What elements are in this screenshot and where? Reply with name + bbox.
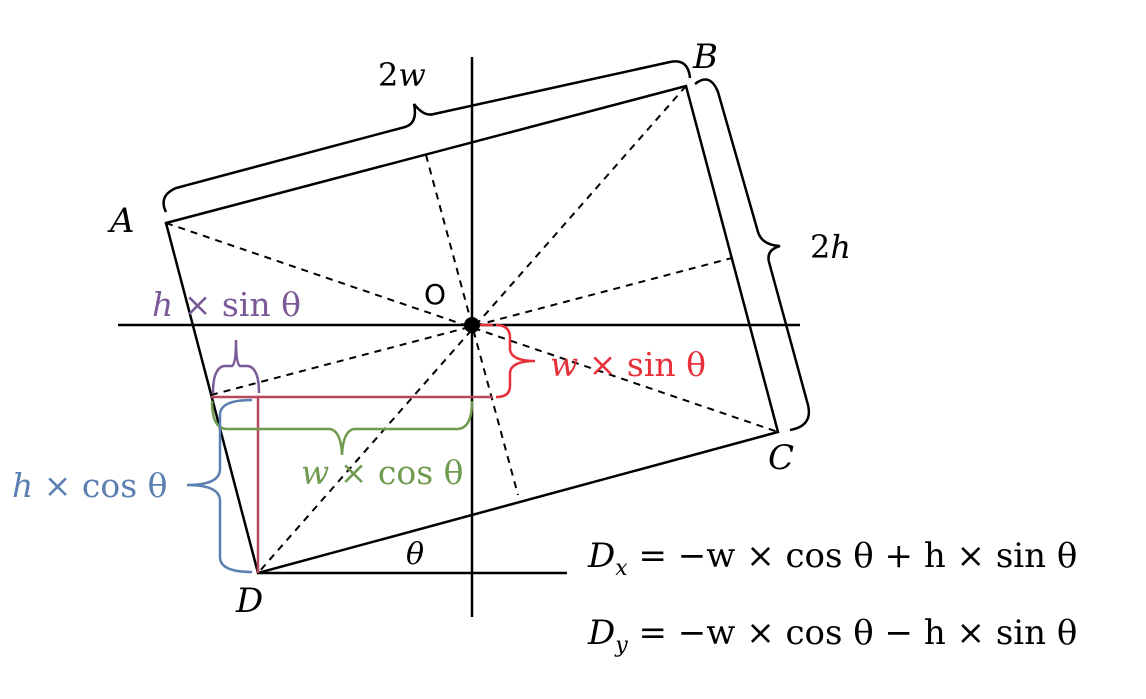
label-h-cos: h × cos θ <box>12 466 168 505</box>
midline-left-right <box>210 257 733 396</box>
label-2w: 2w <box>378 56 426 94</box>
brace-h-sin <box>211 339 261 394</box>
label-corner-b: B <box>692 37 718 77</box>
midline-top-bottom <box>425 154 519 496</box>
rotated-rectangle <box>164 84 780 575</box>
equation-dx: Dx = −w × cos θ + h × sin θ <box>587 536 1077 581</box>
center-point <box>464 317 480 333</box>
label-theta: θ <box>406 537 424 572</box>
brace-w-sin <box>495 323 536 399</box>
label-corner-c: C <box>768 438 794 478</box>
equation-dy: Dy = −w × cos θ − h × sin θ <box>587 613 1077 658</box>
diagonal-b-d <box>257 85 687 574</box>
label-center-o: O <box>424 278 446 311</box>
brace-2h <box>694 78 811 432</box>
brace-w-cos <box>210 400 474 456</box>
label-w-cos: w × cos θ <box>301 453 464 492</box>
label-h-sin: h × sin θ <box>152 285 301 324</box>
diagonal-a-c <box>165 222 779 433</box>
brace-2w <box>162 60 692 213</box>
label-w-sin: w × sin θ <box>550 345 706 384</box>
label-corner-a: A <box>107 201 135 241</box>
brace-h-cos <box>186 398 253 574</box>
label-corner-d: D <box>235 581 263 621</box>
center-dashed-lines <box>165 85 779 574</box>
label-2h: 2h <box>810 228 851 266</box>
